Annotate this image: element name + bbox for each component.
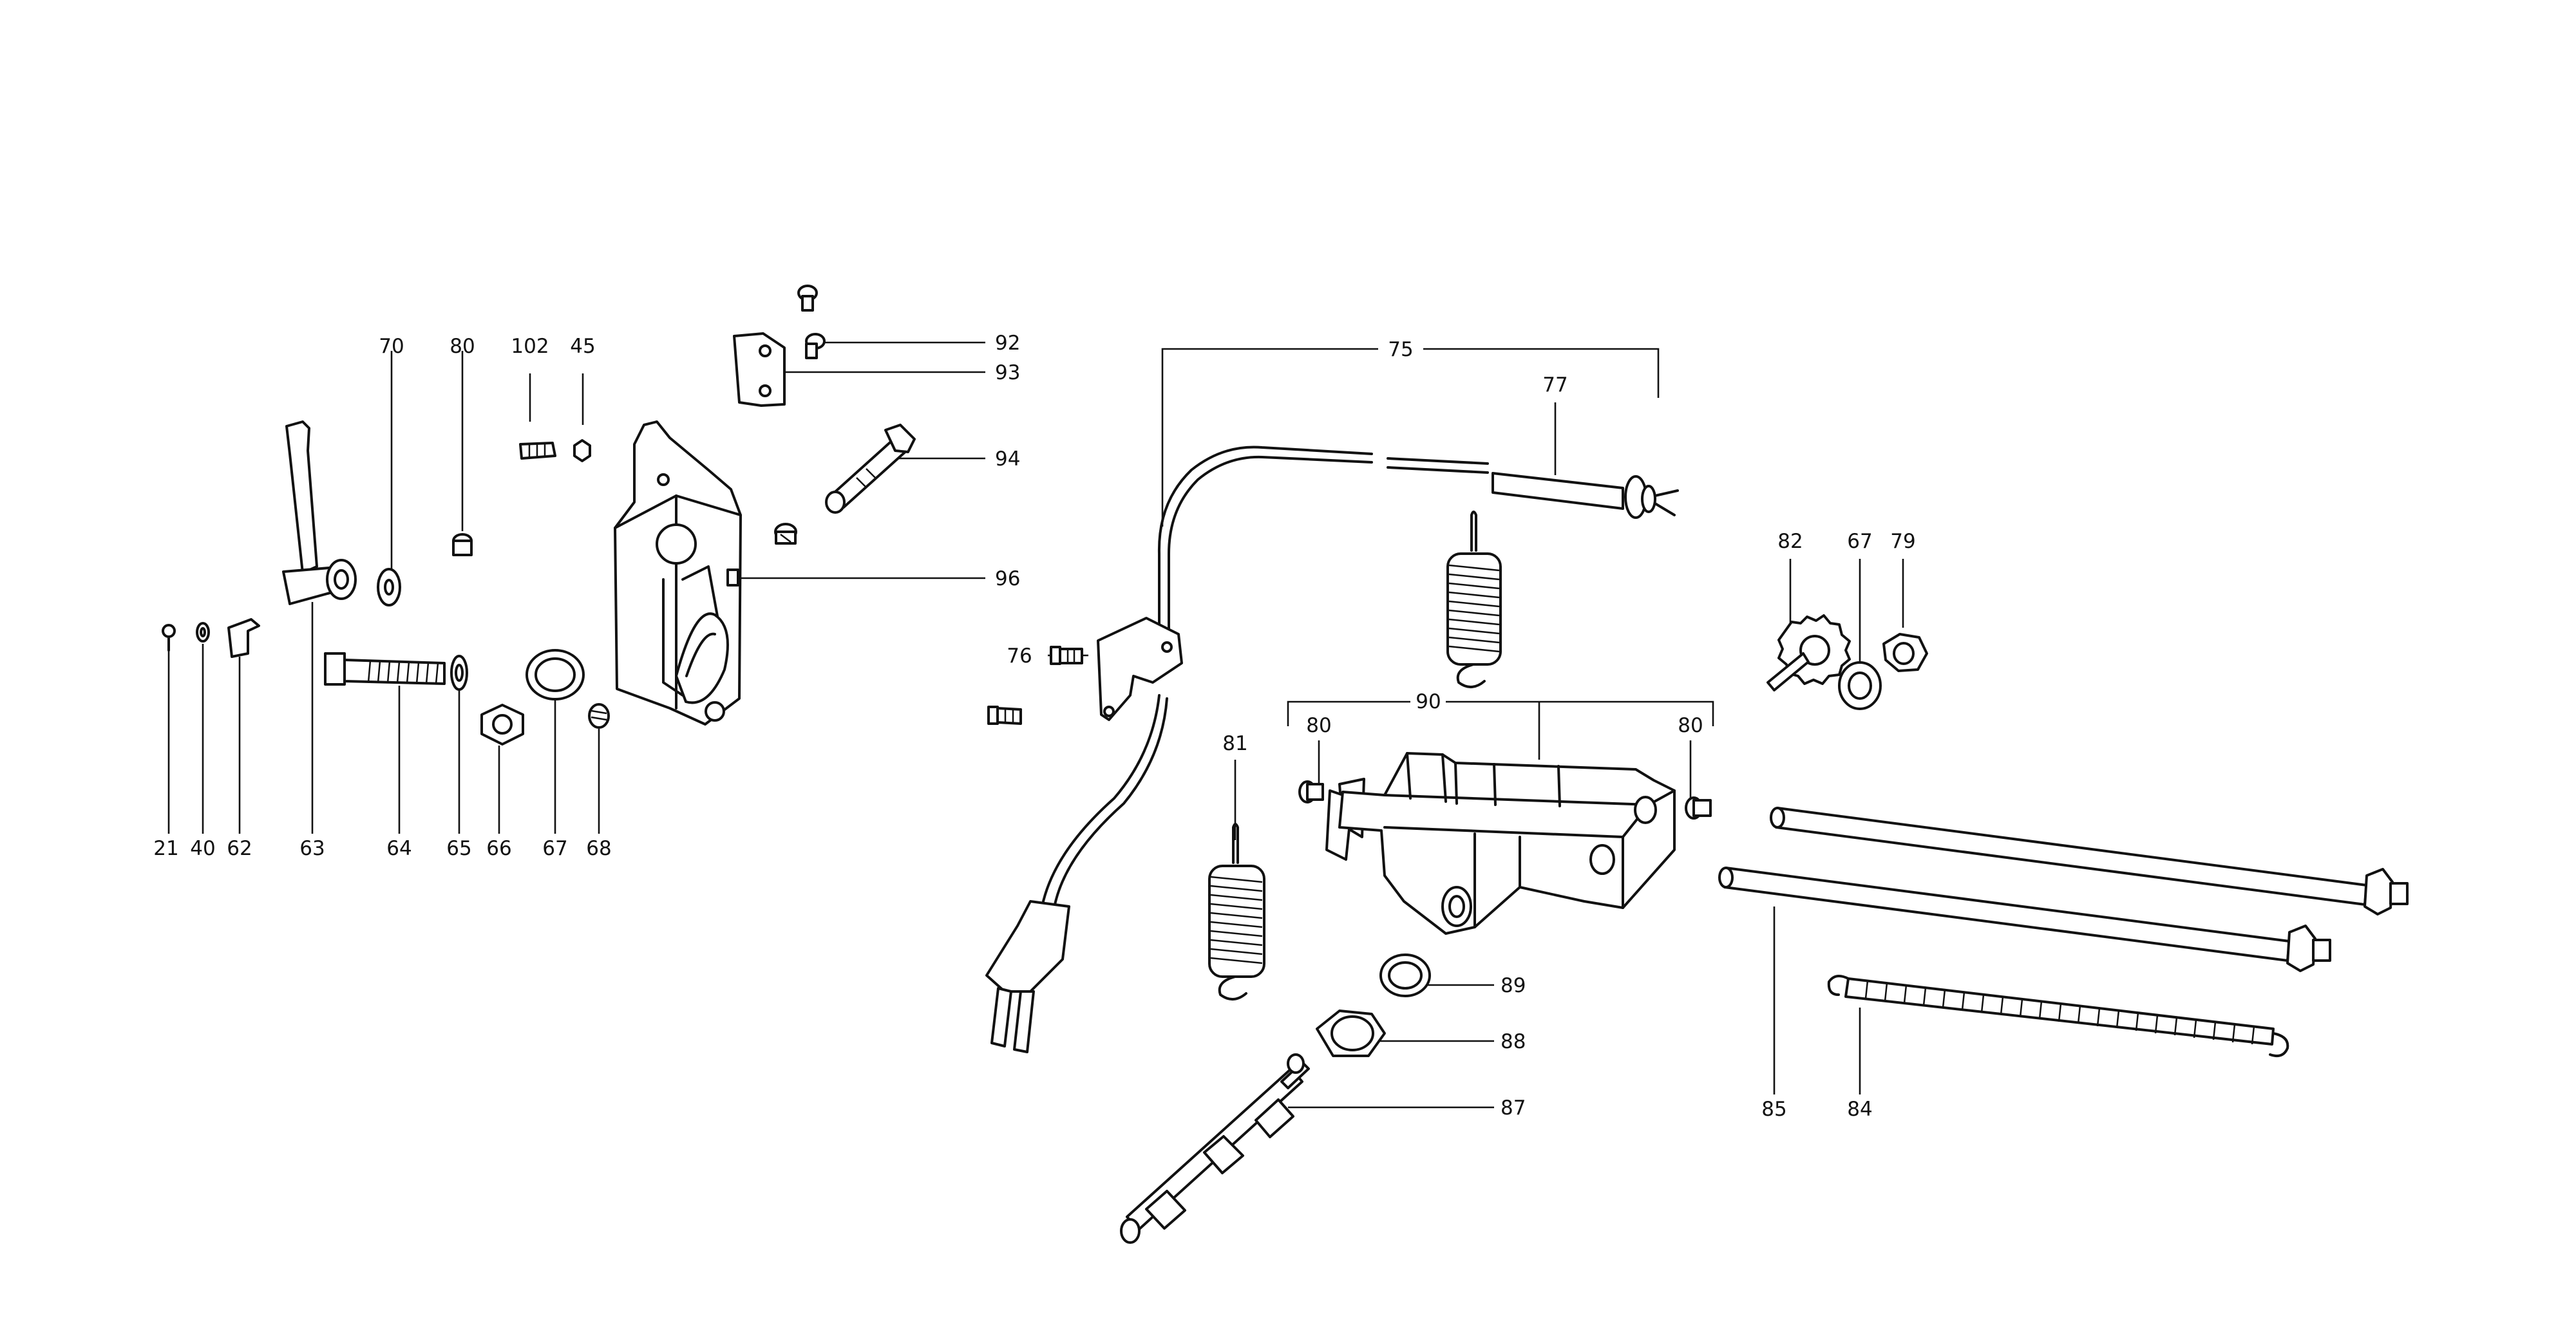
part-spring-upper xyxy=(1446,511,1502,688)
callout-93: 93 xyxy=(995,361,1020,384)
part-21-screw xyxy=(162,624,176,834)
callout-80-left: 80 xyxy=(1306,714,1331,737)
part-87-shaft xyxy=(1120,1053,1310,1244)
part-67-washer-left xyxy=(526,649,585,834)
part-40-washer xyxy=(196,622,210,834)
part-76-screws xyxy=(987,646,1083,725)
part-85-rods xyxy=(1718,807,2409,972)
callout-90: 90 xyxy=(1416,690,1441,713)
callout-92: 92 xyxy=(995,332,1020,355)
part-80-pin xyxy=(452,533,473,556)
part-94-bolt xyxy=(825,424,916,514)
part-81-spring xyxy=(1208,823,1265,1000)
part-89-washer xyxy=(1379,953,1431,997)
callout-76: 76 xyxy=(1007,644,1032,668)
callout-77: 77 xyxy=(1542,373,1567,397)
part-88-nut xyxy=(1316,1010,1386,1057)
callout-40: 40 xyxy=(190,837,215,860)
callout-45: 45 xyxy=(570,335,595,358)
part-96-housing xyxy=(614,420,742,726)
callout-79: 79 xyxy=(1890,530,1915,553)
callout-87: 87 xyxy=(1501,1096,1526,1120)
part-84-spring xyxy=(1827,975,2289,1057)
callout-102: 102 xyxy=(511,335,549,358)
callout-65: 65 xyxy=(446,837,471,860)
part-79-nut xyxy=(1882,633,1928,672)
callout-63: 63 xyxy=(299,837,325,860)
part-92-screws xyxy=(797,285,826,359)
part-90-carriage xyxy=(1325,752,1676,935)
callout-88: 88 xyxy=(1501,1030,1526,1053)
part-70-washer xyxy=(377,568,401,606)
callout-labels: 70 80 102 45 92 93 94 96 21 40 62 63 64 … xyxy=(153,332,1915,1121)
part-80-pins-carriage xyxy=(1298,780,1712,820)
callout-81: 81 xyxy=(1222,732,1247,755)
callout-66: 66 xyxy=(486,837,511,860)
part-45-nut xyxy=(573,439,591,462)
callout-85: 85 xyxy=(1761,1098,1786,1121)
part-75-cable-assembly xyxy=(985,446,1679,1053)
callout-67: 67 xyxy=(542,837,567,860)
callout-96: 96 xyxy=(995,567,1020,590)
part-66-nut xyxy=(480,704,524,834)
leader-lines xyxy=(311,341,1904,1109)
callout-80: 80 xyxy=(450,335,475,358)
callout-84: 84 xyxy=(1847,1098,1872,1121)
part-102-screw xyxy=(519,442,556,460)
callout-75: 75 xyxy=(1388,338,1413,361)
part-68-setscrew xyxy=(588,703,610,834)
part-93-plate xyxy=(733,332,786,407)
part-63-lever xyxy=(282,420,357,605)
callout-67-right: 67 xyxy=(1847,530,1872,553)
callout-68: 68 xyxy=(586,837,611,860)
part-65-washer xyxy=(450,655,468,834)
callout-89: 89 xyxy=(1501,974,1526,997)
callout-64: 64 xyxy=(386,837,412,860)
callout-80-right: 80 xyxy=(1678,714,1703,737)
part-64-bolt xyxy=(324,652,446,686)
part-62-bracket xyxy=(227,618,260,834)
part-small-setscrew xyxy=(774,523,797,545)
callout-94: 94 xyxy=(995,447,1020,471)
callout-21: 21 xyxy=(153,837,178,860)
part-67-washer-right xyxy=(1838,661,1882,710)
callout-82: 82 xyxy=(1777,530,1803,553)
callout-62: 62 xyxy=(227,837,252,860)
callout-70: 70 xyxy=(379,335,404,358)
part-82-star-knob xyxy=(1766,614,1851,691)
